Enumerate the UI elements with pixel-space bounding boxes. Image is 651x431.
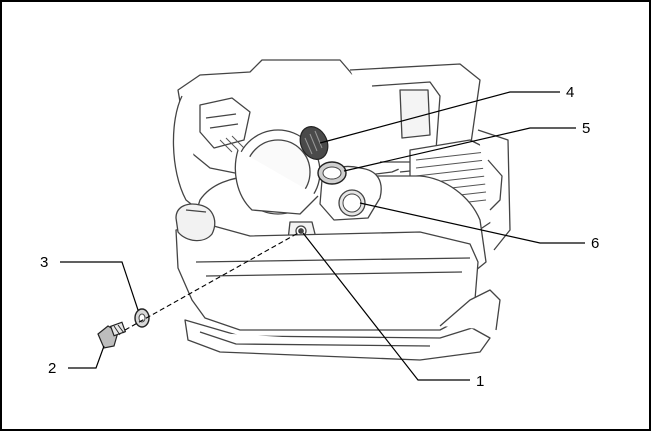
washer-part — [134, 308, 150, 328]
assembly-dashed-line — [124, 231, 301, 331]
oil-cap-part — [299, 126, 329, 160]
callout-label-6: 6 — [591, 235, 599, 252]
filler-plug-part — [342, 193, 362, 213]
drain-bolt-part — [97, 321, 127, 349]
callout-label-2: 2 — [48, 360, 56, 377]
callout-label-3: 3 — [40, 254, 48, 271]
callout-label-1: 1 — [476, 373, 484, 390]
engine-illustration — [172, 59, 511, 361]
leader-lines — [60, 91, 585, 381]
callout-label-4: 4 — [566, 84, 574, 101]
callout-label-5: 5 — [582, 120, 590, 137]
